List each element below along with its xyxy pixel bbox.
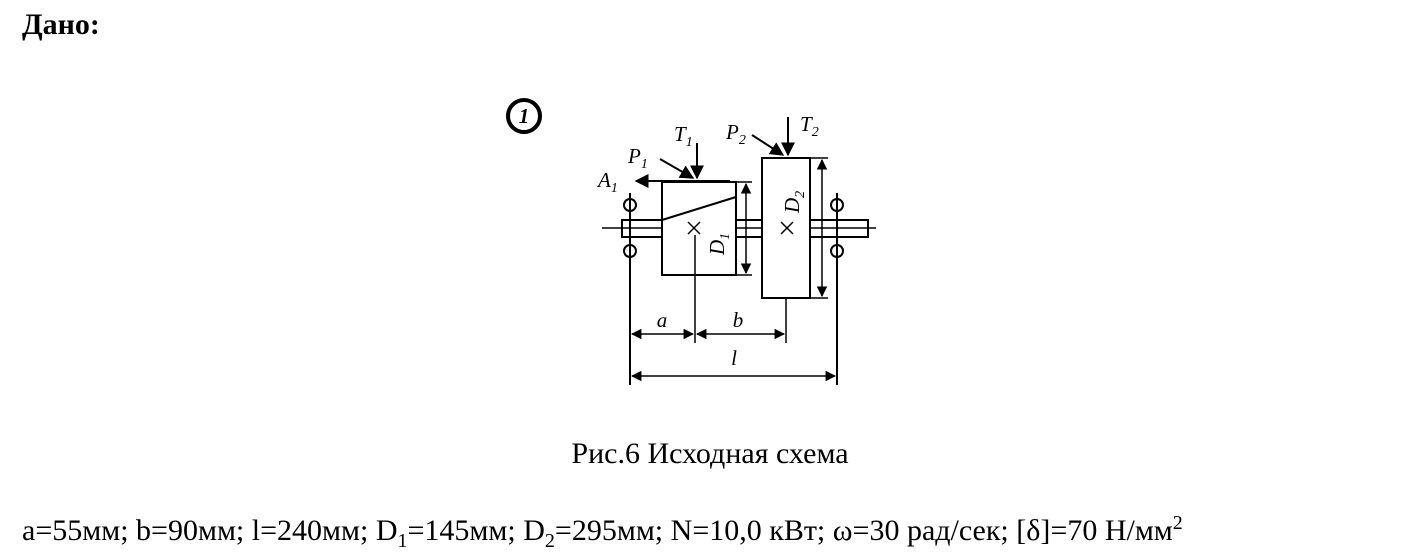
dimension-extension-lines	[694, 157, 828, 343]
force-p1: P1	[627, 144, 695, 179]
param-power: N=10,0 кВт;	[670, 514, 833, 547]
force-a1: A1	[596, 168, 730, 196]
bearing-left	[623, 193, 637, 385]
param-d2: D2=295мм;	[523, 514, 671, 552]
param-a: a=55мм;	[22, 514, 137, 547]
param-allowable-stress: [δ]=70 Н/мм2	[1016, 512, 1183, 547]
force-p2: P2	[725, 120, 785, 156]
bearing-right	[830, 193, 844, 385]
gear-1	[661, 181, 737, 276]
shaft	[602, 219, 876, 238]
param-omega: ω=30 рад/сек;	[832, 514, 1017, 547]
label-a: a	[657, 308, 668, 332]
figure-caption: Рис.6 Исходная схема	[571, 437, 849, 470]
scheme-number-badge: 1	[506, 98, 542, 134]
label-a1: A1	[596, 168, 618, 196]
gear-2	[761, 157, 811, 299]
label-l: l	[731, 346, 737, 370]
dimension-a: a	[630, 308, 695, 340]
param-d1: D1=145мм;	[375, 514, 524, 552]
dimension-d1: D1	[705, 182, 752, 275]
label-p1: P1	[627, 144, 648, 172]
label-d1: D1	[705, 233, 733, 256]
given-parameters: a=55мм; b=90мм; l=240мм; D1=145мм; D2=29…	[22, 512, 1417, 553]
shaft-diagram-svg: 1	[506, 98, 876, 385]
dimension-b: b	[695, 308, 786, 340]
label-t2: T2	[800, 112, 819, 140]
dimension-l: l	[630, 346, 837, 382]
param-b: b=90мм;	[136, 514, 252, 547]
label-b: b	[733, 308, 744, 332]
dimension-d2: D2	[780, 158, 828, 298]
heading-given: Дано:	[22, 8, 100, 41]
label-p2: P2	[725, 120, 746, 148]
param-l: l=240мм;	[251, 514, 376, 547]
force-t2: T2	[781, 112, 819, 157]
shaft-diagram: 1	[490, 85, 890, 390]
force-t1: T1	[674, 122, 704, 180]
scheme-number: 1	[519, 104, 530, 128]
label-t1: T1	[674, 122, 693, 150]
label-d2: D2	[780, 191, 808, 214]
